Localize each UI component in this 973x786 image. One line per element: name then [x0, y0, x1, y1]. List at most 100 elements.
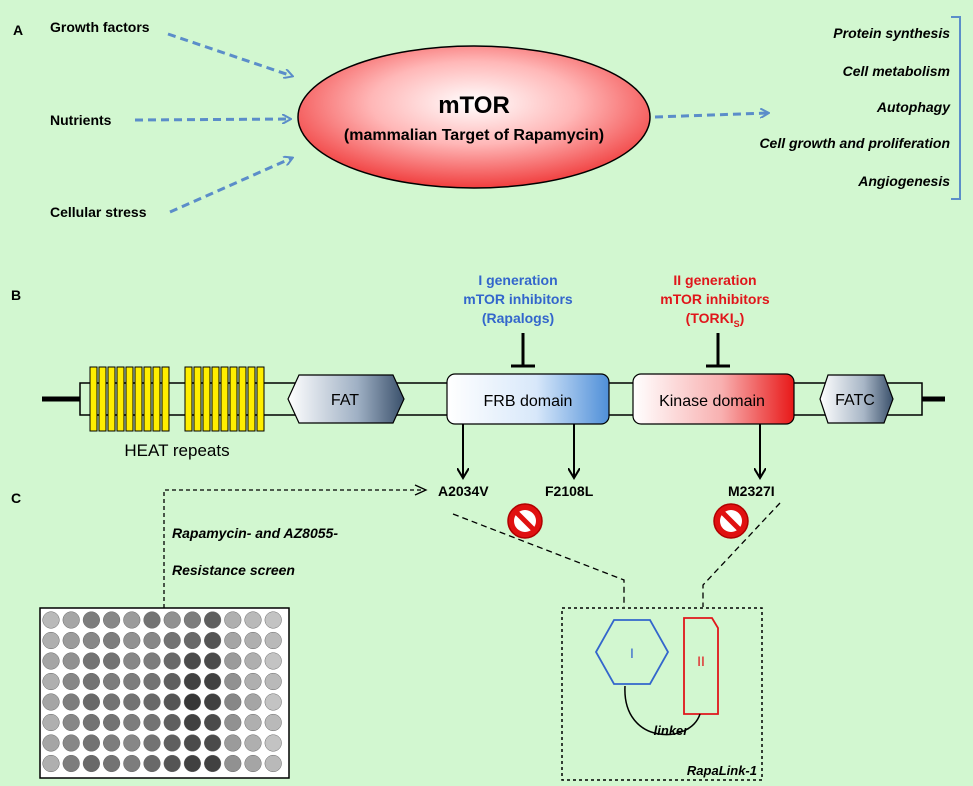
plate-well — [224, 672, 242, 691]
gen2-paren-open: (TORKI — [686, 310, 734, 326]
converge-line-right — [702, 502, 781, 607]
plate-well — [224, 754, 242, 773]
plate-well — [143, 734, 161, 752]
heat-repeats-label: HEAT repeats — [124, 441, 229, 460]
kinase-domain — [632, 373, 795, 425]
screen-connector-arrowhead — [414, 484, 428, 496]
plate-well — [42, 713, 60, 732]
output-cell-growth: Cell growth and proliferation — [759, 135, 950, 151]
plate-well — [62, 754, 80, 773]
gen2-line2: mTOR inhibitors — [660, 291, 770, 307]
fat-domain — [287, 374, 405, 424]
heat-repeat-bar — [184, 366, 193, 432]
plate-well — [143, 713, 161, 732]
plate-well — [103, 713, 121, 732]
input-cellular-stress: Cellular stress — [50, 204, 147, 220]
plate-well — [183, 611, 201, 629]
plate-well — [204, 754, 222, 773]
plate-well — [42, 672, 60, 691]
plate-well — [82, 672, 100, 691]
plate-well — [123, 631, 141, 650]
gen2-paren-close: ) — [740, 310, 745, 326]
heat-repeat-bar — [107, 366, 116, 432]
plate-well — [204, 631, 222, 650]
plate-well — [204, 672, 222, 691]
arrow-cellular-stress — [169, 158, 292, 214]
plate-well — [123, 672, 141, 691]
heat-repeat-bar — [98, 366, 107, 432]
plate-well — [103, 754, 121, 773]
rapalink-box — [561, 607, 763, 781]
plate-well — [244, 734, 262, 752]
plate-well — [224, 611, 242, 629]
mtor-subtitle: (mammalian Target of Rapamycin) — [344, 127, 604, 144]
plate-well — [163, 734, 181, 752]
plate-well — [163, 754, 181, 773]
inhibition-bar-gen2 — [706, 333, 730, 368]
mtor-title: mTOR — [438, 92, 510, 119]
plate-well — [82, 713, 100, 732]
heat-repeat-bar — [220, 366, 229, 432]
plate-well — [264, 693, 282, 711]
plate-well — [82, 652, 100, 670]
plate-well — [204, 693, 222, 711]
plate-well — [82, 693, 100, 711]
plate-well — [62, 611, 80, 629]
plate-well — [62, 713, 80, 732]
output-autophagy: Autophagy — [876, 99, 951, 115]
plate-well — [244, 652, 262, 670]
plate-well — [42, 734, 60, 752]
heat-repeat-bar — [143, 366, 152, 432]
frb-domain-label: FRB domain — [484, 393, 573, 410]
plate-wells-group — [42, 611, 282, 773]
plate-well — [82, 734, 100, 752]
plate-well — [62, 652, 80, 670]
arrow-growth-factors — [167, 32, 292, 76]
plate-well — [62, 693, 80, 711]
heat-repeat-bar — [134, 366, 143, 432]
inhibition-bar-gen1 — [511, 333, 535, 368]
input-nutrients: Nutrients — [50, 112, 112, 128]
plate-well — [143, 672, 161, 691]
plate-well — [183, 672, 201, 691]
plate-well — [183, 631, 201, 650]
plate-well — [163, 672, 181, 691]
rapalink-label: RapaLink-1 — [687, 763, 757, 778]
plate-well — [204, 652, 222, 670]
heat-repeat-bar — [256, 366, 265, 432]
converge-line-left — [452, 513, 625, 607]
plate-well — [224, 713, 242, 732]
frb-domain — [446, 373, 610, 425]
heat-repeat-bar — [152, 366, 161, 432]
plate-well — [42, 631, 60, 650]
plate-well — [264, 672, 282, 691]
plate-well — [224, 631, 242, 650]
gen2-line3: (TORKIS) — [686, 310, 745, 329]
plate-well — [143, 652, 161, 670]
plate-well — [103, 693, 121, 711]
panel-b-label: B — [11, 287, 21, 303]
panel-a-label: A — [13, 22, 23, 38]
gen1-line3: (Rapalogs) — [482, 310, 554, 326]
rapalink-hex-label: I — [630, 645, 634, 661]
plate-well — [123, 754, 141, 773]
fatc-domain-label: FATC — [835, 392, 875, 409]
plate-well — [123, 693, 141, 711]
plate-well — [224, 652, 242, 670]
plate-well — [82, 631, 100, 650]
plate-well — [204, 713, 222, 732]
plate-well — [42, 754, 60, 773]
screen-label-line2: Resistance screen — [172, 562, 295, 578]
plate-well — [183, 734, 201, 752]
heat-repeat-bar — [116, 366, 125, 432]
rapalink-inhibitor-rect — [683, 617, 719, 715]
plate-well — [264, 734, 282, 752]
plate-well — [123, 734, 141, 752]
plate-well — [103, 631, 121, 650]
panel-c-label: C — [11, 490, 21, 506]
heat-repeat-bar — [161, 366, 170, 432]
plate-well — [204, 611, 222, 629]
plate-well — [244, 631, 262, 650]
plate-well — [163, 652, 181, 670]
plate-well — [244, 672, 262, 691]
